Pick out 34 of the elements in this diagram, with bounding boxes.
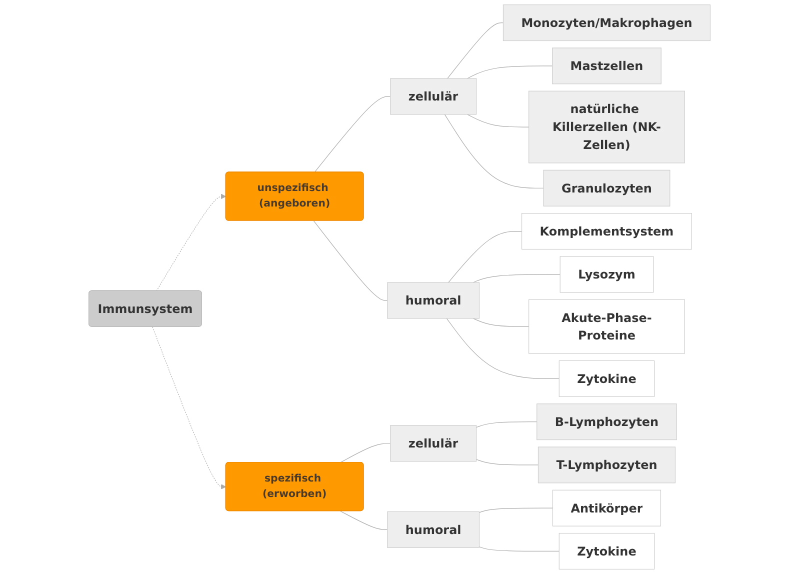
connector bbox=[472, 318, 530, 327]
connector bbox=[478, 508, 554, 513]
node-box: Mastzellen bbox=[552, 48, 662, 84]
connector bbox=[476, 459, 539, 466]
connector bbox=[467, 66, 553, 79]
node-box: Komplementsystem bbox=[522, 213, 692, 250]
node-box: Granulozyten bbox=[543, 170, 670, 206]
node-box: Zytokine bbox=[558, 360, 655, 397]
node-box: natürliche Killerzellen (NK-Zellen) bbox=[528, 90, 685, 164]
node-box: Lysozym bbox=[560, 256, 654, 293]
connector bbox=[444, 114, 544, 188]
node-box: zellulär bbox=[390, 78, 477, 115]
node-box: T-Lymphozyten bbox=[538, 446, 676, 484]
node-box: Zytokine bbox=[558, 532, 655, 570]
connector bbox=[448, 230, 522, 283]
connector bbox=[313, 220, 388, 301]
arrow bbox=[156, 194, 226, 292]
connector bbox=[314, 96, 391, 173]
connector bbox=[340, 443, 391, 463]
node-box: Akute-Phase-Proteine bbox=[528, 299, 685, 354]
connector bbox=[478, 546, 560, 552]
connector bbox=[476, 422, 538, 428]
connector bbox=[472, 274, 560, 283]
node-box: Antikörper bbox=[552, 490, 662, 526]
node-box: zellulär bbox=[390, 425, 477, 462]
node-box: humoral bbox=[387, 511, 480, 548]
node-box: humoral bbox=[387, 282, 480, 319]
node-box: Monozyten/Makrophagen bbox=[502, 4, 711, 42]
arrow bbox=[152, 326, 226, 490]
connector bbox=[467, 114, 530, 128]
node-box: B-Lymphozyten bbox=[536, 404, 677, 440]
connector bbox=[447, 22, 504, 79]
connector bbox=[446, 318, 560, 379]
connector bbox=[340, 510, 388, 530]
